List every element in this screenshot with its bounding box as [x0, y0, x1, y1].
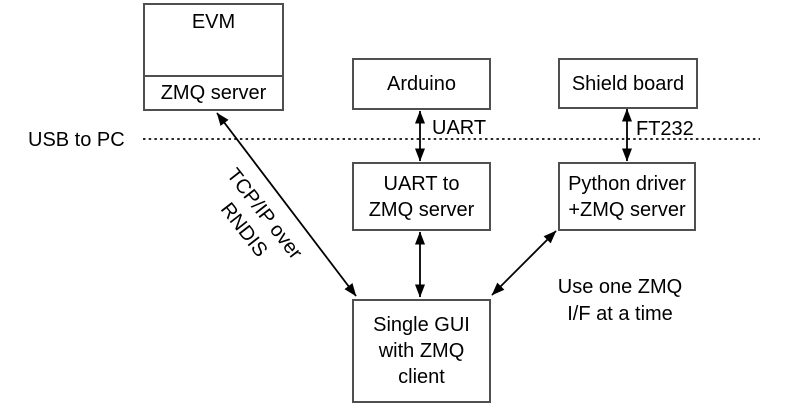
ft232-link-label: FT232 — [636, 118, 694, 140]
single-gui-line1: Single GUI — [373, 314, 470, 336]
uart-link-label: UART — [432, 117, 487, 139]
evm-box: EVM ZMQ server — [143, 3, 284, 111]
python-gui-arrow — [491, 230, 557, 296]
arduino-box: Arduino — [352, 58, 491, 110]
evm-box-title: EVM — [191, 11, 236, 33]
zmq-server-compartment-label: ZMQ server — [160, 82, 267, 104]
python-driver-zmq-server-box: Python driver +ZMQ server — [558, 162, 696, 231]
uart-to-zmq-server-line1: UART to — [383, 172, 460, 195]
single-gui-line2: with ZMQ — [378, 340, 465, 362]
use-one-zmq-note-line2: I/F at a time — [567, 303, 673, 325]
python-driver-line1: Python driver — [568, 172, 686, 195]
use-one-zmq-note-line1: Use one ZMQ — [557, 276, 683, 298]
python-driver-line2: +ZMQ server — [568, 198, 686, 221]
single-gui-line3: client — [398, 366, 445, 388]
evm-gui-arrow — [216, 112, 357, 297]
uart-to-zmq-server-box: UART to ZMQ server — [352, 162, 491, 231]
uart-to-zmq-server-line2: ZMQ server — [368, 198, 475, 221]
zmq-server-compartment: ZMQ server — [143, 75, 284, 111]
use-one-zmq-note: Use one ZMQ I/F at a time — [540, 274, 700, 328]
single-gui-zmq-client-box: Single GUI with ZMQ client — [352, 299, 491, 403]
arduino-box-label: Arduino — [387, 73, 456, 95]
shield-board-box: Shield board — [558, 58, 698, 109]
usb-to-pc-label: USB to PC — [28, 129, 125, 151]
shield-board-box-label: Shield board — [571, 72, 685, 95]
